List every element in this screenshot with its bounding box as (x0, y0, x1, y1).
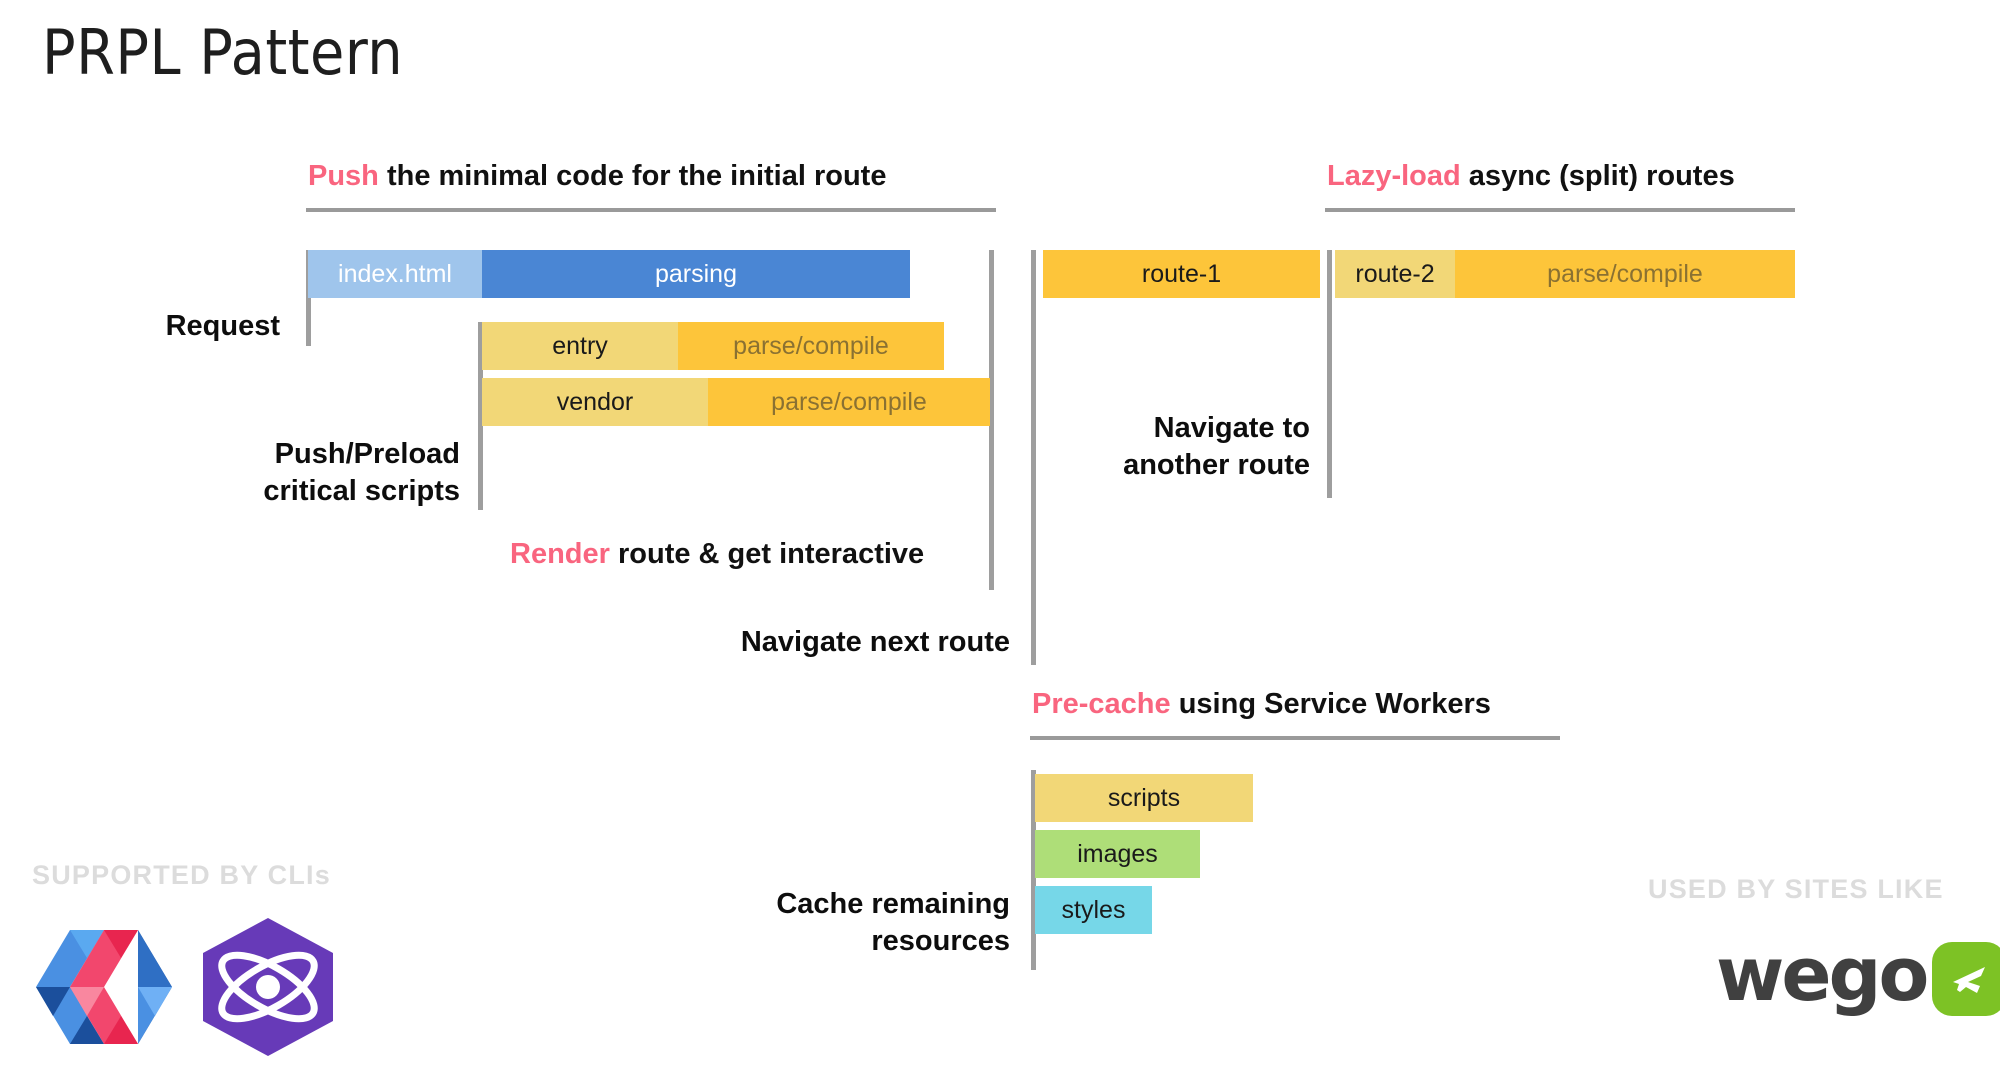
segment-scripts: scripts (1035, 774, 1253, 822)
section-header-push: Push the minimal code for the initial ro… (308, 160, 886, 193)
marker-request-line (306, 250, 311, 346)
marker-render-line (989, 250, 994, 590)
preact-logo (198, 916, 338, 1058)
page-title: PRPL Pattern (42, 16, 404, 89)
section-keyword-precache: Pre-cache (1032, 688, 1171, 720)
bar-images: images (1035, 830, 1200, 878)
section-rest-render: route & get interactive (609, 538, 925, 570)
section-rule-precache (1030, 736, 1560, 740)
segment-images: images (1035, 830, 1200, 878)
polymer-logo (34, 922, 174, 1052)
section-keyword-render: Render (510, 538, 610, 570)
segment-parse-compile: parse/compile (678, 322, 944, 370)
segment-route-1: route-1 (1043, 250, 1320, 298)
wego-wordmark: wego (1716, 932, 1929, 1018)
wego-logo: wego (1716, 938, 2000, 1016)
wego-badge (1932, 942, 2000, 1016)
segment-parse-compile: parse/compile (708, 378, 990, 426)
marker-navother-line (1327, 250, 1332, 498)
bar-route-1: route-1 (1043, 250, 1320, 298)
segment-parsing: parsing (482, 250, 910, 298)
section-keyword-push: Push (308, 160, 379, 192)
section-rule-push (306, 208, 996, 212)
bar-scripts: scripts (1035, 774, 1253, 822)
label-navigate-another: Navigate to another route (1123, 412, 1310, 482)
label-request: Request (165, 310, 280, 342)
section-rule-lazy (1325, 208, 1795, 212)
footer-caption-right: USED BY SITES LIKE (1648, 874, 1944, 904)
segment-styles: styles (1035, 886, 1152, 934)
preact-atom-icon (203, 918, 333, 1056)
label-navigate-next: Navigate next route (740, 626, 1010, 658)
section-header-lazy: Lazy-load async (split) routes (1327, 160, 1735, 193)
polymer-logo-icon (36, 930, 172, 1044)
segment-entry: entry (482, 322, 678, 370)
footer-caption-left: SUPPORTED BY CLIs (32, 860, 331, 890)
section-header-render: Render route & get interactive (510, 538, 924, 571)
section-rest-lazy: async (split) routes (1460, 160, 1735, 192)
marker-navnext-line (1031, 250, 1036, 665)
segment-route-2: route-2 (1335, 250, 1455, 298)
label-push-preload: Push/Preload critical scripts (263, 438, 460, 508)
label-cache-remaining: Cache remaining resources (776, 888, 1010, 958)
segment-parse-compile: parse/compile (1455, 250, 1795, 298)
section-rest-push: the minimal code for the initial route (378, 160, 887, 192)
segment-index-html: index.html (308, 250, 482, 298)
segment-vendor: vendor (482, 378, 708, 426)
marker-push-line (478, 322, 483, 510)
airplane-icon (1953, 967, 1986, 993)
section-keyword-lazy: Lazy-load (1327, 160, 1461, 192)
section-rest-precache: using Service Workers (1170, 688, 1491, 720)
bar-styles: styles (1035, 886, 1152, 934)
section-header-precache: Pre-cache using Service Workers (1032, 688, 1491, 721)
marker-precache-line (1031, 770, 1036, 970)
